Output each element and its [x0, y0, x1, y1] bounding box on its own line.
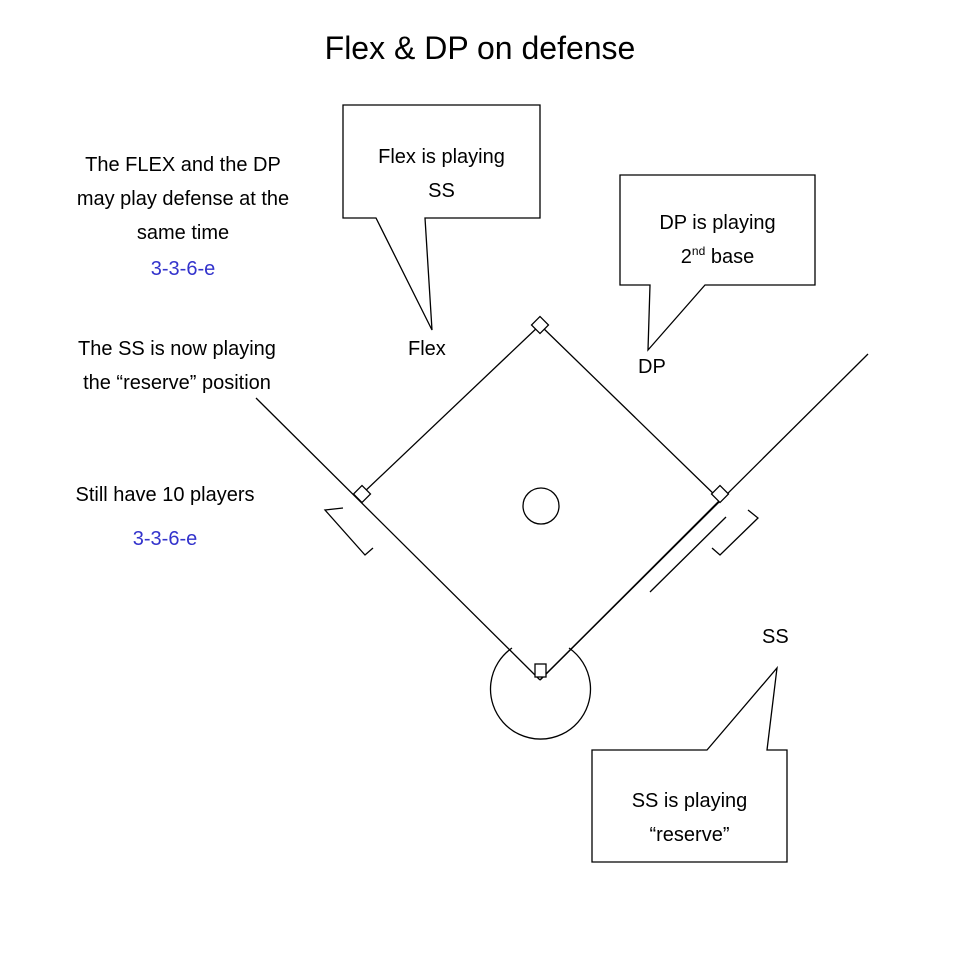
note-line: The SS is now playing: [78, 338, 276, 360]
callout-line: DP is playing: [659, 212, 776, 234]
ordinal-suffix: nd: [691, 244, 706, 258]
runner-lane-line: [649, 516, 727, 593]
player-label-dp: DP: [638, 356, 666, 378]
note-line: may play defense at the: [76, 188, 290, 210]
note-line: the “reserve” position: [83, 372, 271, 394]
callout-line-rest: base: [705, 246, 755, 268]
second-base: [530, 315, 550, 335]
first-base: [710, 484, 730, 504]
page-title: Flex & DP on defense: [324, 30, 636, 66]
second-to-third-baseline: [361, 324, 541, 495]
callout-line: Flex is playing: [378, 146, 505, 168]
callout-flex-ss-shape: [342, 104, 541, 331]
rule-reference-1: 3-3-6-e: [150, 258, 216, 280]
note-defense-together: The FLEX and the DP may play defense at …: [52, 148, 314, 250]
callout-dp-second-shape: [619, 174, 816, 352]
note-line: same time: [136, 222, 230, 244]
ordinal-number: 2: [680, 246, 692, 268]
player-label-flex: Flex: [408, 338, 446, 360]
home-to-first-baseline: [539, 499, 721, 681]
note-line: The FLEX and the DP: [85, 154, 281, 176]
third-base-foul-line: [255, 397, 541, 681]
rule-reference-2: 3-3-6-e: [132, 528, 198, 550]
player-label-ss: SS: [762, 626, 789, 648]
note-still-ten-players: Still have 10 players: [75, 484, 255, 506]
callout-line: 2nd base: [620, 240, 815, 274]
first-to-second-baseline: [539, 324, 721, 501]
callout-ss-reserve: SS is playing “reserve”: [592, 784, 787, 852]
callout-flex-ss: Flex is playing SS: [343, 140, 540, 208]
callout-line: SS: [428, 180, 455, 202]
third-base: [352, 484, 372, 504]
home-plate-circle: [489, 647, 592, 740]
callout-ss-reserve-shape: [591, 665, 788, 863]
third-base-coach-box: [323, 507, 374, 556]
home-plate: [534, 663, 547, 678]
first-base-coach-box: [711, 509, 759, 556]
pitchers-circle: [522, 487, 560, 525]
callout-line: “reserve”: [649, 824, 730, 846]
callout-line: SS is playing: [631, 790, 748, 812]
note-ss-reserve: The SS is now playing the “reserve” posi…: [52, 332, 302, 400]
callout-dp-second: DP is playing 2nd base: [620, 206, 815, 274]
